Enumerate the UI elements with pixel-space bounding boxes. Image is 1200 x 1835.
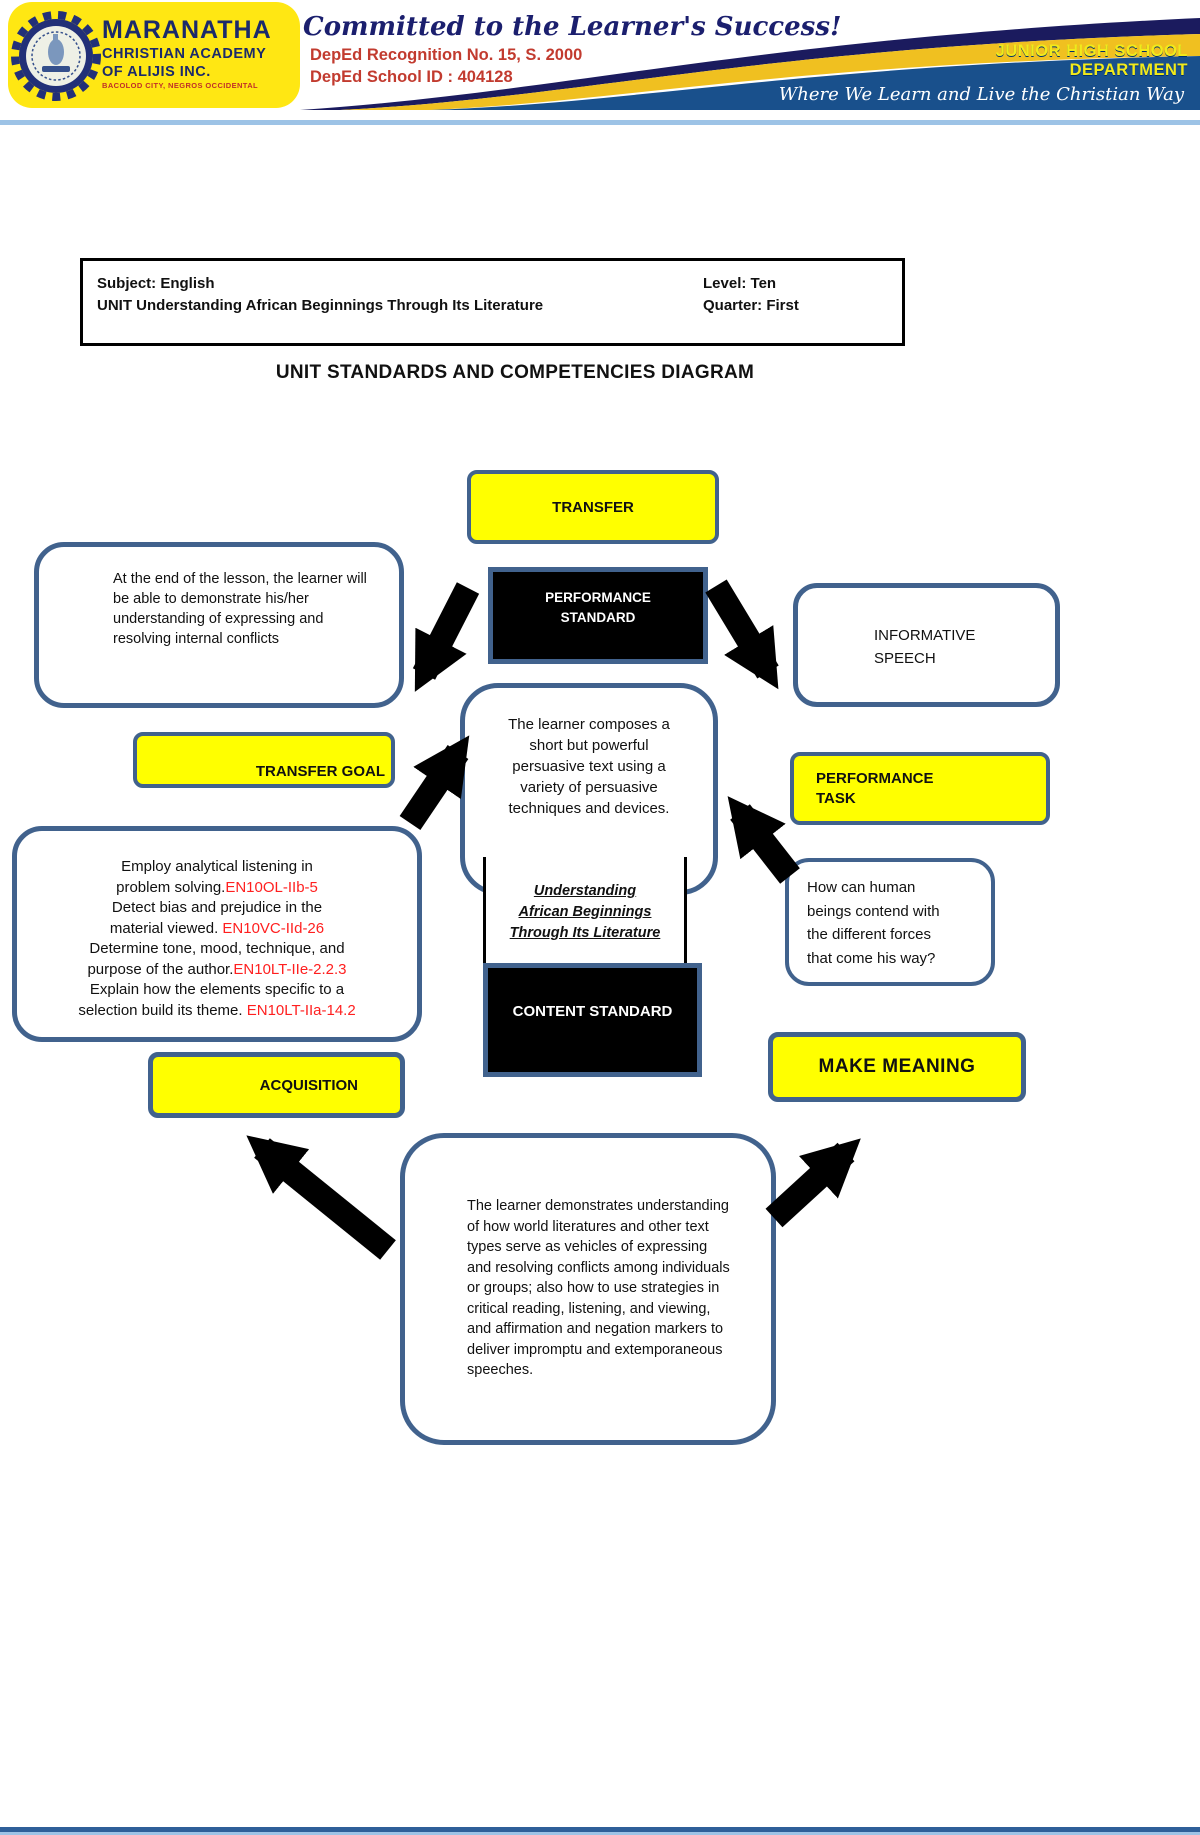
informative-speech-line: INFORMATIVE xyxy=(874,627,976,644)
performance-standard-label-box: PERFORMANCE STANDARD xyxy=(488,567,708,664)
performance-standard-text-line: techniques and devices. xyxy=(508,800,670,817)
competency-line: material viewed. EN10VC-IId-26 xyxy=(109,919,325,937)
school-name-line2: CHRISTIAN ACADEMY xyxy=(102,46,267,62)
unit-title-panel: Understanding African Beginnings Through… xyxy=(483,857,687,963)
content-standard-text-line: of how world literatures and other text xyxy=(467,1218,709,1235)
unit-title-line: African Beginnings xyxy=(518,904,652,920)
performance-task-line: TASK xyxy=(816,789,856,807)
essential-question-line: How can human xyxy=(807,879,916,896)
arrow-to-informative-speech xyxy=(705,579,779,690)
competency-line: problem solving.EN10OL-IIb-5 xyxy=(116,878,318,896)
performance-standard-label: PERFORMANCE STANDARD xyxy=(545,590,651,625)
content-standard-text-line: The learner demonstrates understanding xyxy=(467,1198,729,1214)
competency-code: EN10LT-IIa-14.2 xyxy=(246,1001,356,1019)
competency-code: EN10LT-IIe-2.2.3 xyxy=(233,960,347,978)
school-motto: Committed to the Learner's Success! xyxy=(303,12,842,42)
school-name: MARANATHA xyxy=(102,16,272,44)
performance-task-label-box: PERFORMANCE TASK xyxy=(790,752,1050,825)
page-bottom-strip xyxy=(0,1827,1200,1835)
deped-school-id: DepEd School ID : 404128 xyxy=(310,68,513,86)
transfer-label-box: TRANSFER xyxy=(467,470,719,544)
essential-question-line: beings contend with xyxy=(807,902,940,920)
school-name-line3: OF ALIJIS INC. xyxy=(102,63,211,80)
performance-standard-text-line: persuasive text using a xyxy=(512,758,666,775)
unit-title-line: Understanding xyxy=(533,883,637,899)
make-meaning-label-box: MAKE MEANING xyxy=(768,1032,1026,1102)
deped-recognition: DepEd Recognition No. 15, S. 2000 xyxy=(310,46,583,64)
department-line1: JUNIOR HIGH SCHOOL xyxy=(995,42,1188,60)
essential-question-box: How can human beings contend with the di… xyxy=(785,858,995,986)
make-meaning-label: MAKE MEANING xyxy=(818,1056,976,1077)
page-title: UNIT STANDARDS AND COMPETENCIES DIAGRAM xyxy=(275,362,755,383)
transfer-label: TRANSFER xyxy=(552,498,634,516)
header-divider-line xyxy=(0,120,1200,125)
school-tagline: Where We Learn and Live the Christian Wa… xyxy=(778,84,1184,105)
department-title: JUNIOR HIGH SCHOOL DEPARTMENT xyxy=(996,42,1188,80)
unit-title-line: Through Its Literature xyxy=(509,925,661,941)
subject-info-right: Level: Ten Quarter: First xyxy=(703,273,799,317)
arrow-transfer-goal-to-center xyxy=(399,735,470,831)
content-standard-text-line: types serve as vehicles of expressing xyxy=(467,1239,708,1255)
subject-info-left: Subject: English UNIT Understanding Afri… xyxy=(97,273,543,317)
competency-line: selection build its theme. EN10LT-IIa-14… xyxy=(78,1001,356,1019)
acquisition-label: ACQUISITION xyxy=(259,1076,358,1094)
content-standard-label-box: CONTENT STANDARD xyxy=(483,963,702,1077)
competency-code: EN10VC-IId-26 xyxy=(222,919,325,937)
content-standard-label: CONTENT STANDARD xyxy=(512,1002,673,1020)
transfer-outcome-box: At the end of the lesson, the learner wi… xyxy=(34,542,404,708)
arrow-question-to-center xyxy=(727,796,800,884)
transfer-outcome-line: understanding of expressing and xyxy=(113,611,324,627)
performance-standard-text-line: The learner composes a xyxy=(508,716,670,733)
content-standard-text-line: and resolving conflicts among individual… xyxy=(467,1259,730,1276)
banner-background-art xyxy=(0,0,1200,110)
subject-info-box: Subject: English UNIT Understanding Afri… xyxy=(80,258,905,346)
transfer-goal-label-box: TRANSFER GOAL xyxy=(133,732,395,788)
performance-task-line: PERFORMANCE xyxy=(816,769,934,787)
content-standard-text-box: The learner demonstrates understanding o… xyxy=(400,1133,776,1445)
acquisition-competencies-box: Employ analytical listening in problem s… xyxy=(12,826,422,1042)
acquisition-label-box: ACQUISITION xyxy=(148,1052,405,1118)
competency-code: EN10OL-IIb-5 xyxy=(225,878,318,896)
unit-line: UNIT Understanding African Beginnings Th… xyxy=(97,297,544,314)
school-address: BACOLOD CITY, NEGROS OCCIDENTAL xyxy=(102,81,259,90)
competency-line: Employ analytical listening in xyxy=(121,858,313,875)
arrow-to-acquisition xyxy=(246,1135,396,1260)
transfer-outcome-line: resolving internal conflicts xyxy=(113,631,280,647)
content-standard-text-line: deliver impromptu and extemporaneous xyxy=(467,1341,723,1358)
performance-standard-text-line: variety of persuasive xyxy=(520,779,658,796)
content-standard-text-line: critical reading, listening, and viewing… xyxy=(467,1300,711,1317)
school-header-banner: MARANATHA CHRISTIAN ACADEMY OF ALIJIS IN… xyxy=(0,0,1200,110)
arrow-to-make-meaning xyxy=(765,1138,861,1228)
competency-line: Detect bias and prejudice in the xyxy=(111,899,323,916)
department-line2: DEPARTMENT xyxy=(1069,61,1188,79)
transfer-outcome-line: be able to demonstrate his/her xyxy=(113,591,309,607)
performance-standard-text-line: short but powerful xyxy=(529,737,649,754)
competency-line: Determine tone, mood, technique, and xyxy=(89,940,345,957)
transfer-goal-label: TRANSFER GOAL xyxy=(255,763,385,780)
level-line: Level: Ten xyxy=(703,275,777,292)
competency-line: Explain how the elements specific to a xyxy=(89,981,345,998)
content-standard-text-line: and affirmation and negation markers to xyxy=(467,1321,724,1337)
informative-speech-box: INFORMATIVE SPEECH xyxy=(793,583,1060,707)
quarter-line: Quarter: First xyxy=(703,297,799,314)
essential-question-line: that come his way? xyxy=(807,949,936,967)
subject-line: Subject: English xyxy=(97,275,215,292)
content-standard-text-line: speeches. xyxy=(467,1362,534,1378)
competency-line: purpose of the author.EN10LT-IIe-2.2.3 xyxy=(87,960,347,978)
informative-speech-line: SPEECH xyxy=(874,650,936,667)
essential-question-line: the different forces xyxy=(807,926,931,943)
content-standard-text-line: or groups; also how to use strategies in xyxy=(467,1280,720,1296)
arrow-to-transfer-outcome xyxy=(412,582,480,692)
school-seal-logo xyxy=(11,11,101,101)
transfer-outcome-line: At the end of the lesson, the learner wi… xyxy=(113,571,367,587)
school-name-block: MARANATHA CHRISTIAN ACADEMY OF ALIJIS IN… xyxy=(102,18,272,90)
